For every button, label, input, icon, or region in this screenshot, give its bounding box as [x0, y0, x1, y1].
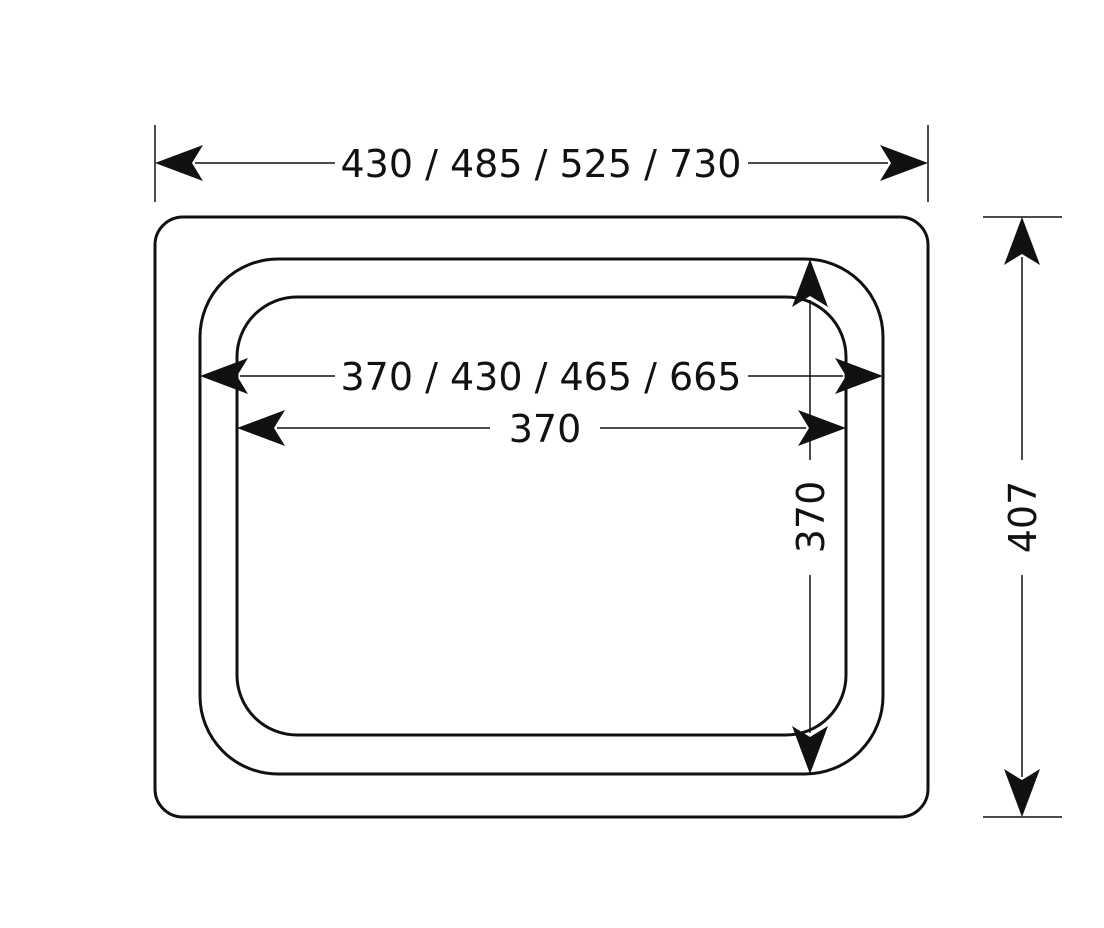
tray-base-outline	[235, 295, 848, 737]
arrowhead-left	[200, 358, 248, 394]
tray-outer-outline	[153, 215, 930, 819]
base-depth-label: 370	[789, 481, 833, 554]
arrowhead-up	[792, 259, 828, 307]
overall-depth-label: 407	[1001, 481, 1045, 554]
rim-width-label: 370 / 430 / 465 / 665	[340, 355, 741, 399]
base-width-label: 370	[509, 407, 582, 451]
base-depth-dimension: 370	[789, 259, 833, 774]
overall-depth-dimension: 407	[983, 216, 1062, 818]
arrowhead-left	[237, 410, 285, 446]
arrowhead-left	[155, 145, 203, 181]
arrowhead-right	[835, 358, 883, 394]
arrowhead-down	[1004, 769, 1040, 817]
arrowhead-down	[792, 726, 828, 774]
arrowhead-up	[1004, 217, 1040, 265]
arrowhead-right	[880, 145, 928, 181]
overall-width-label: 430 / 485 / 525 / 730	[340, 142, 741, 186]
overall-width-dimension: 430 / 485 / 525 / 730	[154, 125, 929, 202]
base-width-dimension: 370	[237, 407, 846, 451]
rim-width-dimension: 370 / 430 / 465 / 665	[200, 355, 883, 399]
tray-rim-outline	[198, 257, 885, 776]
